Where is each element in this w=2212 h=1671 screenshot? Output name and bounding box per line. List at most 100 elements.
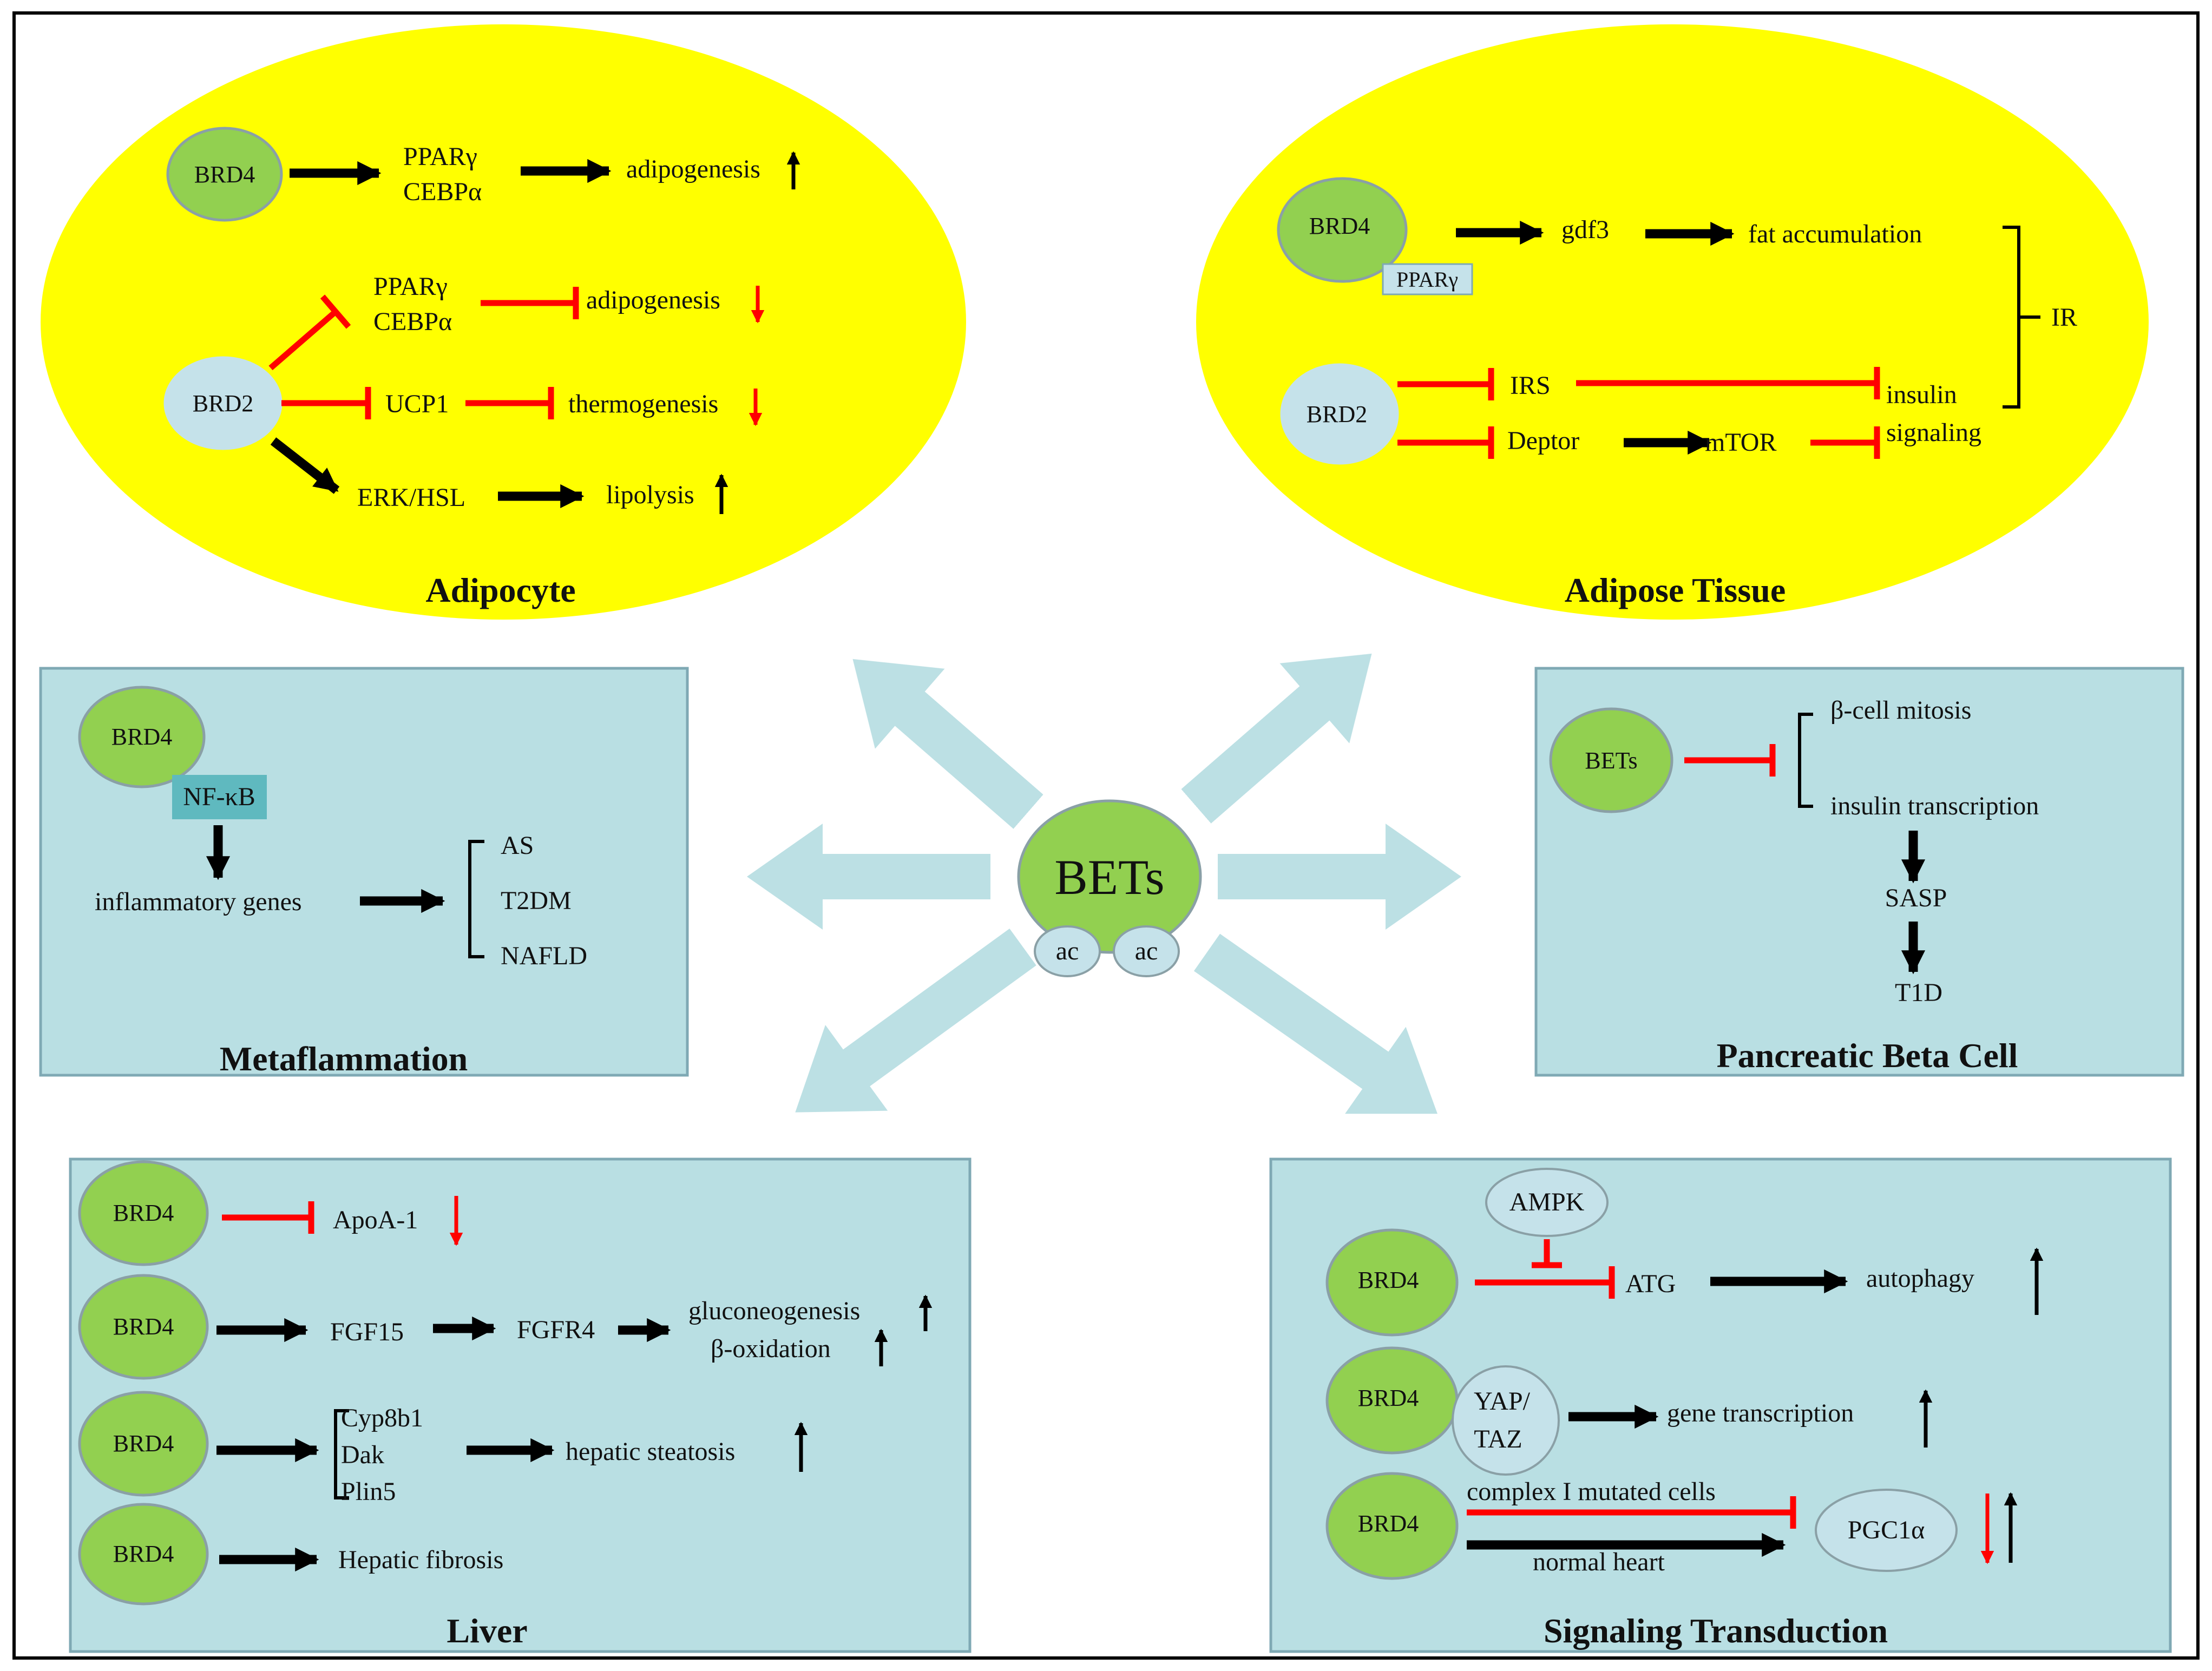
- signaling-brd4-node-1: [1325, 1228, 1459, 1337]
- nfkb-box: [172, 775, 267, 819]
- adipocyte-inhibit-bar-ppar: [320, 294, 351, 329]
- pancreatic-insulin-tx: insulin transcription: [1830, 792, 2039, 820]
- liver-brd4-label-3: BRD4: [113, 1430, 174, 1457]
- pancreatic-bracket: [1798, 713, 1813, 808]
- adipose-brd2-label: BRD2: [1307, 401, 1367, 427]
- big-arrow-up-left: [852, 659, 1043, 829]
- big-arrow-right: [1218, 824, 1461, 930]
- adipocyte-adipogenesis-down: adipogenesis: [586, 286, 720, 314]
- liver-brd4-node-4: [78, 1503, 209, 1606]
- adipocyte-cebp-a: CEBPα: [403, 177, 482, 206]
- metaflammation-brd4-node: [78, 686, 206, 788]
- adipocyte-brd2-label: BRD2: [193, 390, 253, 417]
- adipocyte-arrow-brd2-erk: [270, 437, 340, 494]
- liver-steatosis: hepatic steatosis: [566, 1437, 735, 1466]
- adipose-deptor: Deptor: [1507, 426, 1579, 455]
- signaling-complex: complex I mutated cells: [1467, 1477, 1716, 1506]
- big-arrow-left: [747, 824, 990, 930]
- signaling-atg: ATG: [1625, 1269, 1676, 1298]
- signaling-taz: TAZ: [1474, 1425, 1522, 1453]
- big-arrow-down-left: [795, 929, 1036, 1113]
- signaling-yap: YAP/: [1474, 1387, 1531, 1416]
- big-arrow-down-right: [1193, 933, 1438, 1114]
- adipocyte-panel: BRD4 PPARγ CEBPα adipogenesis BRD2 PPARγ…: [41, 24, 966, 620]
- liver-brd4-label-1: BRD4: [113, 1200, 174, 1226]
- adipocyte-brd4-node: [166, 127, 283, 222]
- adipose-gdf3: gdf3: [1561, 215, 1609, 244]
- liver-apoa1: ApoA-1: [333, 1206, 418, 1234]
- adipose-brd4-node: [1277, 177, 1408, 283]
- liver-cyp8b1: Cyp8b1: [341, 1404, 423, 1432]
- signaling-title: Signaling Transduction: [1544, 1611, 1888, 1650]
- adipocyte-erk: ERK/HSL: [357, 483, 465, 512]
- adipocyte-ucp1: UCP1: [385, 390, 449, 418]
- adipose-insulin: insulin: [1886, 380, 1957, 409]
- adipocyte-ppar-b: PPARγ: [373, 272, 448, 301]
- adipose-ppar-label: PPARγ: [1396, 267, 1458, 292]
- signaling-ampk-node: [1485, 1168, 1609, 1237]
- liver-brd4-node-2: [78, 1274, 209, 1380]
- center-bets: BETs ac ac: [1017, 799, 1202, 977]
- signaling-pgc1a: PGC1α: [1848, 1516, 1925, 1544]
- signaling-pgc1a-node: [1815, 1489, 1958, 1572]
- liver-fgfr4: FGFR4: [517, 1315, 595, 1344]
- radiating-arrows: [747, 653, 1461, 1114]
- metaflammation-inflammatory: inflammatory genes: [95, 887, 302, 916]
- liver-brd4-label-2: BRD4: [113, 1313, 174, 1340]
- signaling-brd4-label-3: BRD4: [1358, 1510, 1419, 1537]
- adipose-ir: IR: [2051, 303, 2077, 332]
- adipose-irs: IRS: [1510, 371, 1551, 400]
- signaling-brd4-label-2: BRD4: [1358, 1385, 1419, 1411]
- liver-brd4-node-3: [78, 1391, 209, 1497]
- liver-fgf15: FGF15: [330, 1318, 404, 1346]
- adipose-ppar-box: [1382, 263, 1473, 295]
- signaling-brd4-label-1: BRD4: [1358, 1267, 1419, 1293]
- liver-title: Liver: [447, 1611, 527, 1650]
- liver-brd4-node-1: [78, 1160, 209, 1266]
- metaflammation-t2dm: T2DM: [501, 886, 572, 915]
- pancreatic-panel: BETs β-cell mitosis insulin transcriptio…: [1534, 667, 2184, 1077]
- signaling-gene-tx: gene transcription: [1667, 1399, 1854, 1427]
- adipose-brd2-node: [1280, 363, 1399, 465]
- bets-center-label: BETs: [1054, 850, 1164, 905]
- signaling-normal-heart: normal heart: [1533, 1548, 1665, 1576]
- adipocyte-lipolysis: lipolysis: [606, 481, 694, 509]
- adipose-ir-bracket: [2003, 226, 2040, 409]
- adipocyte-ppar-a: PPARγ: [403, 142, 477, 171]
- liver-fibrosis: Hepatic fibrosis: [338, 1545, 503, 1574]
- adipocyte-brd4-label: BRD4: [194, 161, 255, 188]
- liver-plin5: Plin5: [341, 1477, 396, 1506]
- signaling-brd4-node-3: [1325, 1472, 1459, 1580]
- metaflammation-nafld: NAFLD: [501, 942, 587, 970]
- metaflammation-title: Metaflammation: [220, 1040, 468, 1078]
- liver-gluconeogenesis: gluconeogenesis: [688, 1297, 860, 1325]
- pancreatic-mitosis: β-cell mitosis: [1830, 696, 1971, 725]
- pancreatic-sasp: SASP: [1885, 884, 1947, 912]
- signaling-yap-node: [1452, 1365, 1560, 1476]
- pancreatic-t1d: T1D: [1895, 978, 1942, 1007]
- liver-bracket: [334, 1409, 349, 1499]
- adipocyte-cebp-b: CEBPα: [373, 307, 452, 336]
- pancreatic-bets-label: BETs: [1585, 747, 1637, 774]
- adipocyte-thermogenesis: thermogenesis: [568, 390, 718, 418]
- adipose-ellipse: [1196, 24, 2149, 620]
- adipocyte-inhibit-brd2-ppar: [268, 309, 338, 371]
- metaflammation-bracket: [468, 840, 484, 958]
- adipose-signaling: signaling: [1886, 418, 1981, 447]
- adipocyte-title: Adipocyte: [425, 571, 575, 609]
- bets-center-node: [1017, 799, 1202, 954]
- signaling-autophagy: autophagy: [1866, 1264, 1974, 1293]
- metaflammation-brd4-label: BRD4: [111, 723, 172, 750]
- adipose-tissue-panel: BRD4 PPARγ gdf3 fat accumulation BRD2 IR…: [1196, 24, 2149, 620]
- ac-right-node: [1113, 925, 1180, 977]
- liver-brd4-label-4: BRD4: [113, 1541, 174, 1567]
- metaflammation-as: AS: [501, 831, 534, 860]
- signaling-ampk-label: AMPK: [1509, 1188, 1585, 1216]
- adipose-fat-accumulation: fat accumulation: [1748, 220, 1922, 248]
- liver-panel: BRD4 ApoA-1 BRD4 FGF15 FGFR4 gluconeogen…: [69, 1157, 972, 1653]
- metaflammation-panel: BRD4 NF-κB inflammatory genes AS T2DM NA…: [39, 667, 689, 1078]
- big-arrow-up-right: [1181, 653, 1372, 824]
- signaling-panel: AMPK BRD4 ATG autophagy BRD4 YAP/ TAZ ge…: [1269, 1157, 2172, 1653]
- nfkb-label: NF-κB: [183, 782, 255, 811]
